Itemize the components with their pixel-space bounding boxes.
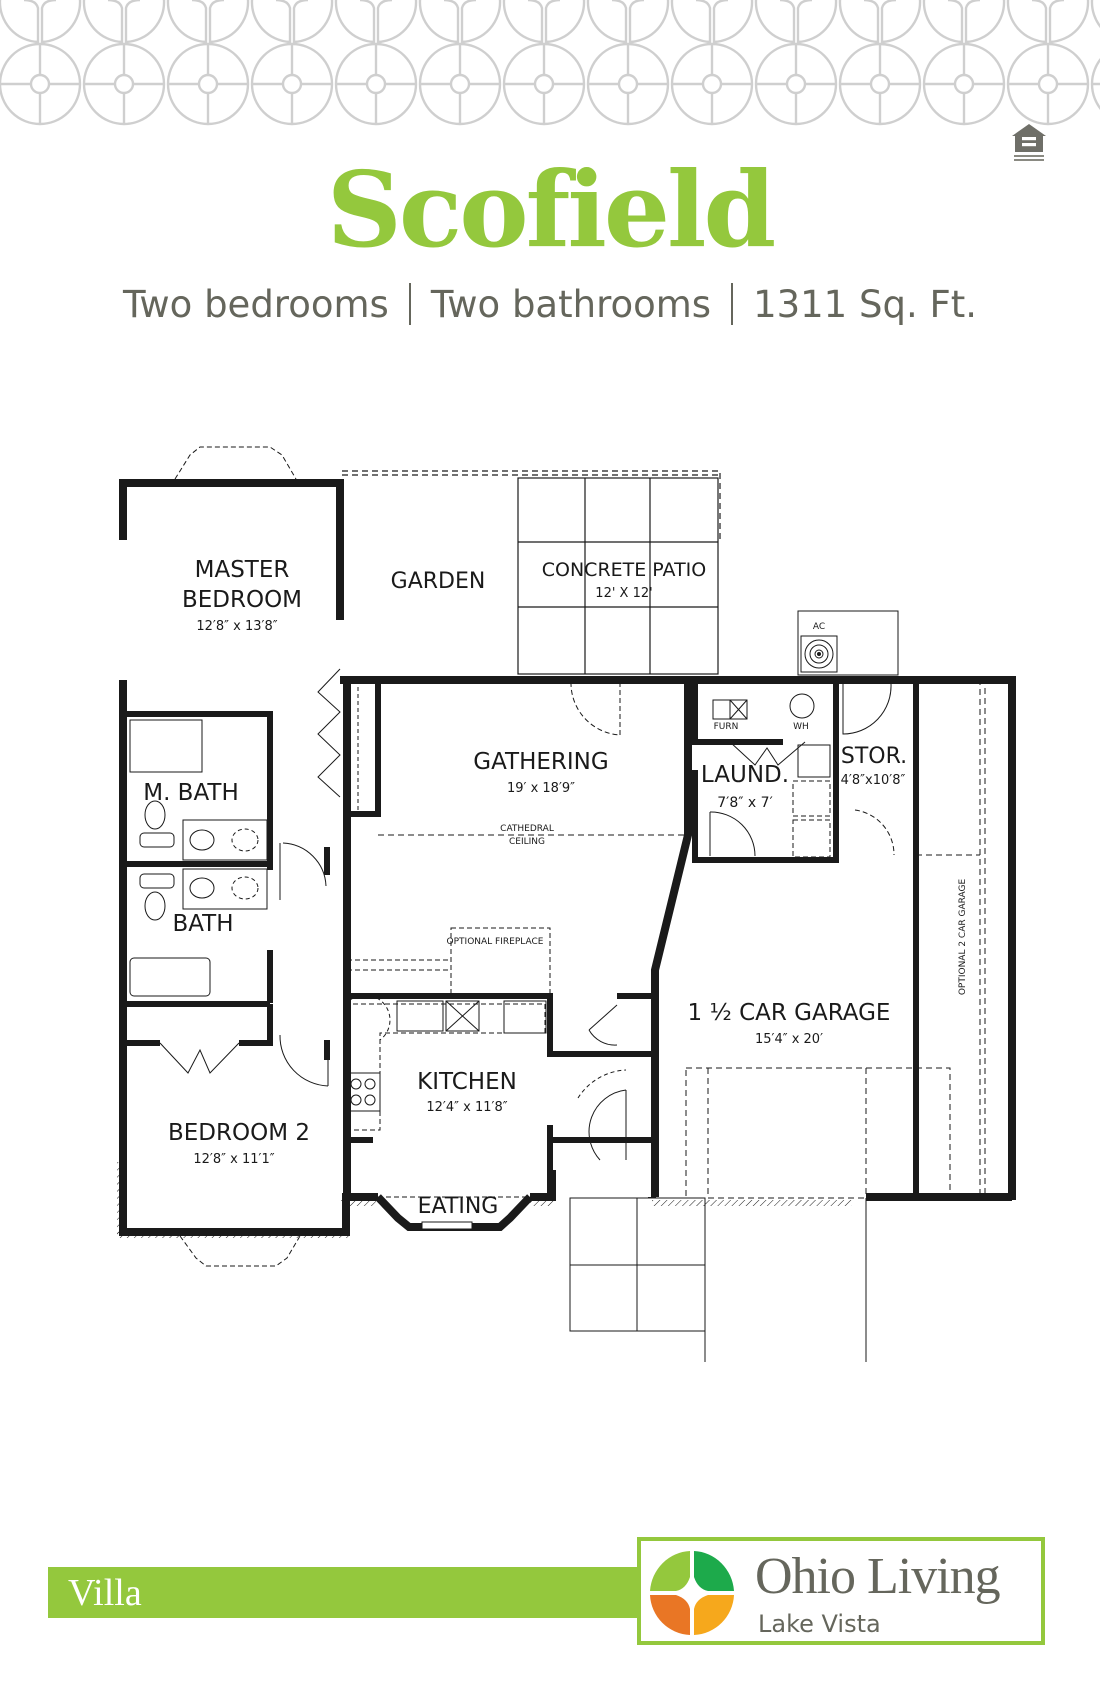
furnace-label: FURN (714, 722, 739, 732)
category-banner: Villa (48, 1567, 638, 1618)
master-bedroom-label: MASTER (195, 557, 290, 583)
bedroom-2-size: 12′8″ x 11′1″ (193, 1152, 274, 1167)
laundry-size: 7′8″ x 7′ (717, 795, 773, 811)
ohio-living-quadrant-logo-icon (650, 1551, 734, 1635)
garage-label: 1 ½ CAR GARAGE (688, 1000, 891, 1026)
garage-size: 15′4″ x 20′ (755, 1032, 823, 1047)
plan-specs: Two bedrooms Two bathrooms 1311 Sq. Ft. (0, 280, 1100, 330)
plan-title: Scofield (326, 148, 776, 271)
gathering-size: 19′ x 18′9″ (507, 781, 575, 796)
storage-label: STOR. (841, 744, 907, 769)
bedrooms-spec: Two bedrooms (122, 283, 389, 326)
ohio-living-logo: Ohio Living Lake Vista (637, 1537, 1045, 1645)
ac-unit (797, 610, 899, 676)
garden-label: GARDEN (391, 569, 486, 594)
optional-garage-label: OPTIONAL 2 CAR GARAGE (958, 879, 968, 996)
water-heater-label: WH (793, 722, 809, 732)
cathedral-ceiling-note: CATHEDRAL (500, 824, 554, 834)
room-labels: MASTER BEDROOM 12′8″ x 13′8″ GARDEN CONC… (143, 557, 968, 1219)
laundry-label: LAUND. (701, 762, 789, 788)
equal-housing-opportunity-icon (1012, 124, 1046, 161)
bathrooms-spec: Two bathrooms (430, 283, 712, 326)
storage-size: 4′8″x10′8″ (841, 773, 906, 788)
master-bedroom-label-2: BEDROOM (182, 587, 302, 613)
square-footage-spec: 1311 Sq. Ft. (753, 283, 978, 326)
logo-name: Ohio Living (755, 1548, 1001, 1605)
concrete-patio-label: CONCRETE PATIO (542, 559, 707, 581)
divider (731, 283, 734, 325)
divider (408, 283, 411, 325)
concrete-patio-size: 12' X 12' (595, 586, 652, 601)
interior-walls (123, 680, 919, 1200)
bay-window-master (174, 446, 301, 1267)
master-bath-label: M. BATH (143, 780, 239, 806)
bedroom-2-label: BEDROOM 2 (168, 1120, 310, 1146)
category-label: Villa (68, 1572, 142, 1614)
bath-label: BATH (172, 911, 233, 937)
optional-fireplace-label: OPTIONAL FIREPLACE (447, 937, 544, 947)
kitchen-size: 12′4″ x 11′8″ (426, 1100, 507, 1115)
kitchen-label: KITCHEN (417, 1069, 517, 1095)
eating-label: EATING (418, 1194, 499, 1219)
gathering-label: GATHERING (473, 749, 608, 775)
cathedral-ceiling-note-2: CEILING (509, 837, 545, 847)
fixtures (129, 668, 986, 1362)
ac-label: AC (813, 622, 825, 632)
logo-community: Lake Vista (758, 1610, 881, 1638)
master-bedroom-size: 12′8″ x 13′8″ (196, 619, 277, 634)
concrete-patio-grid (342, 470, 721, 675)
